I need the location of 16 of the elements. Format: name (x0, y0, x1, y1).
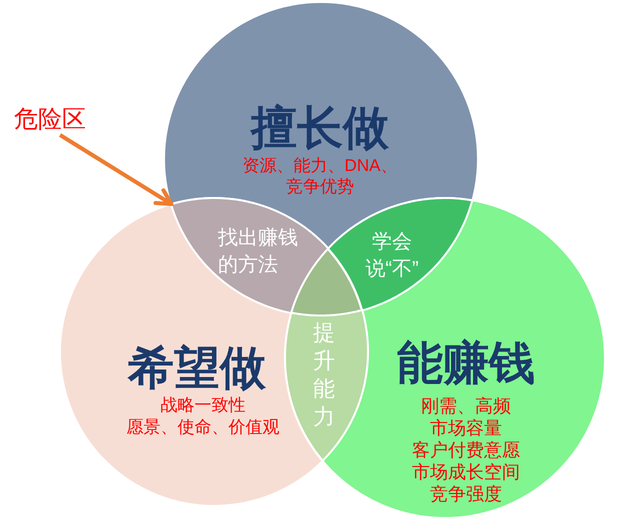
detail-text: 刚需、高频 (421, 394, 511, 418)
overlap-label: 提升能力 (312, 319, 336, 431)
overlap-label: 找出赚钱的方法 (218, 226, 299, 278)
detail-text: 市场成长空间 (412, 460, 520, 484)
detail-text: 资源、能力、DNA、竞争优势 (242, 154, 398, 198)
callout-text: 危险区 (14, 105, 86, 135)
category-heading: 希望做 (128, 340, 266, 396)
detail-text: 竞争强度 (430, 482, 502, 506)
category-heading: 擅长做 (251, 100, 389, 156)
category-heading: 能赚钱 (397, 335, 535, 390)
detail-text: 战略一致性 (160, 394, 246, 416)
overlap-label: 学会说“不” (364, 230, 420, 282)
detail-text: 愿景、使命、价值观 (126, 416, 280, 438)
detail-text: 市场容量 (430, 416, 502, 440)
arrow (59, 133, 174, 206)
detail-text: 客户付费意愿 (412, 438, 520, 462)
